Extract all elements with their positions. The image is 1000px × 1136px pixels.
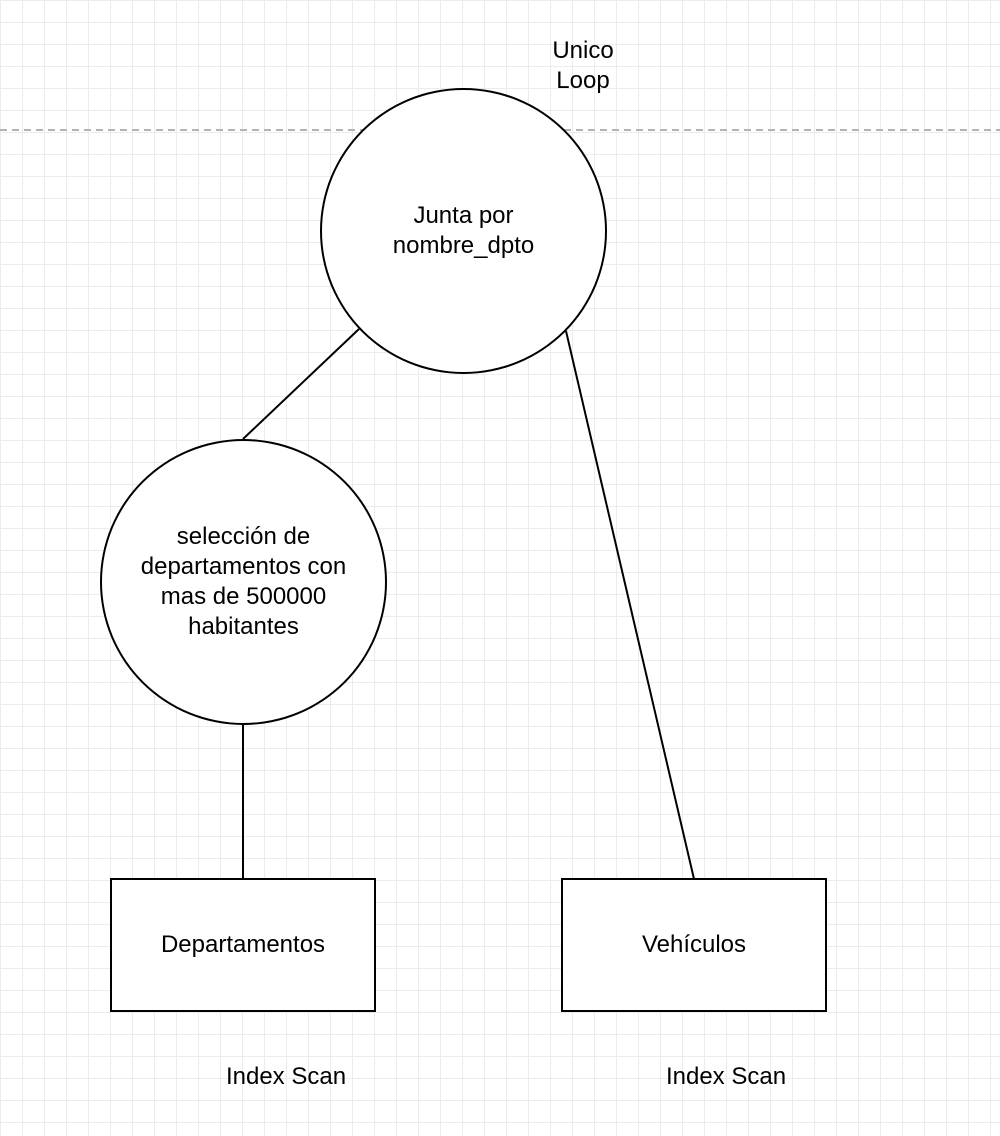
loop-label-line1: Unico xyxy=(552,37,614,64)
vehiculos-label: Vehículos xyxy=(641,931,747,958)
selection-node-text: selección de departamentos con mas de 50… xyxy=(141,522,346,642)
edge-join-to-selection xyxy=(242,328,360,440)
selection-node-line3: mas de 500000 xyxy=(160,583,327,610)
selection-node-line2: departamentos con xyxy=(140,553,347,580)
scan-label-right: Index Scan xyxy=(665,1063,787,1090)
departamentos-node[interactable]: Departamentos xyxy=(110,878,376,1012)
selection-node-line4: habitantes xyxy=(188,613,299,640)
join-node-text: Junta por nombre_dpto xyxy=(393,201,534,261)
loop-label-line2: Loop xyxy=(556,67,610,94)
join-node[interactable]: Junta por nombre_dpto xyxy=(320,88,607,374)
selection-node[interactable]: selección de departamentos con mas de 50… xyxy=(100,439,387,725)
vehiculos-node[interactable]: Vehículos xyxy=(561,878,827,1012)
departamentos-label: Departamentos xyxy=(160,931,326,958)
join-node-line1: Junta por xyxy=(413,202,514,229)
edge-join-to-vehiculos xyxy=(565,330,695,880)
selection-node-line1: selección de xyxy=(176,523,311,550)
loop-label: Unico Loop xyxy=(533,36,633,96)
join-node-line2: nombre_dpto xyxy=(392,232,535,259)
scan-label-left: Index Scan xyxy=(225,1063,347,1090)
